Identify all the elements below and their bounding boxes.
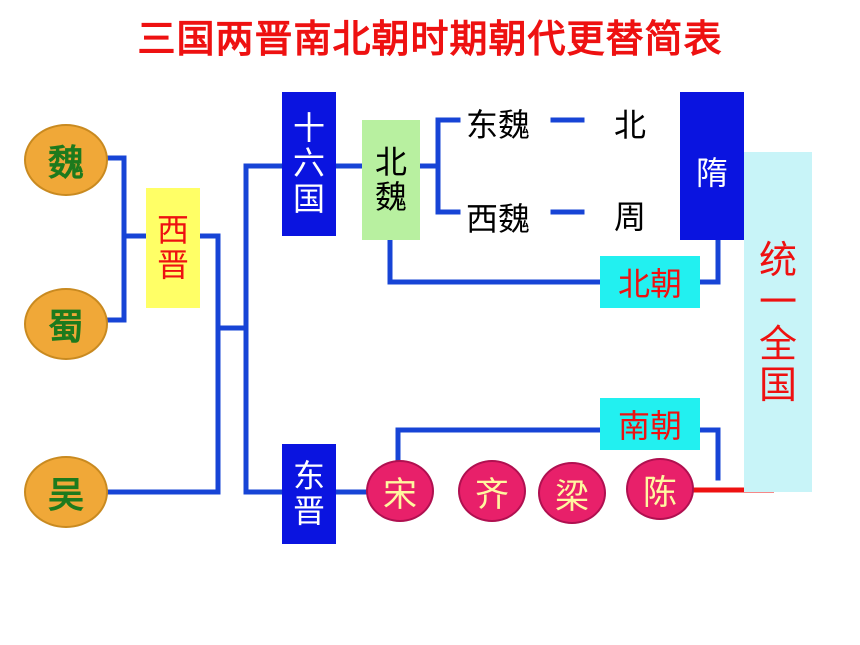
node-eastern-jin-char-1: 东: [292, 456, 325, 495]
node-western-jin-char-2: 晋: [156, 246, 189, 284]
node-western-jin: 西 晋: [146, 188, 200, 308]
node-northern-wei-char-1: 北: [374, 142, 407, 181]
node-qi: 齐: [458, 460, 526, 522]
node-unification: 统 一 全 国: [744, 152, 812, 492]
node-song-label: 宋: [383, 474, 417, 515]
connector-wu: [105, 233, 221, 495]
connector-split: [243, 163, 285, 495]
node-sui-label: 隋: [695, 154, 728, 192]
node-sixteen-char-3: 国: [292, 179, 325, 218]
node-shu: 蜀: [24, 288, 108, 360]
connector-wei-bracket: [435, 117, 461, 215]
node-eastern-wei: 东魏: [466, 106, 531, 144]
chart-title: 三国两晋南北朝时期朝代更替简表: [0, 8, 860, 63]
node-northern-dynasties-label: 北朝: [617, 265, 682, 303]
node-western-jin-char-1: 西: [156, 210, 189, 249]
connector-wei-shu: [105, 155, 127, 323]
node-eastern-jin-char-2: 晋: [292, 492, 325, 530]
node-northern-qi: 北: [614, 106, 647, 144]
node-unification-char-3: 全: [758, 321, 797, 366]
node-chen-label: 陈: [643, 472, 677, 513]
node-unification-char-2: 一: [758, 279, 797, 324]
node-liang: 梁: [538, 462, 606, 524]
node-liang-label: 梁: [555, 476, 589, 517]
connector-south-chen: [697, 427, 721, 481]
node-southern-dynasties-label: 南朝: [617, 407, 682, 445]
node-shu-label: 蜀: [47, 306, 84, 348]
connector-song-south: [395, 427, 603, 465]
node-wu-label: 吴: [47, 474, 84, 516]
node-northern-dynasties: 北朝: [600, 256, 700, 308]
node-unification-char-1: 统: [758, 238, 797, 282]
node-sixteen-char-2: 六: [292, 144, 325, 183]
connector-wei-north: [387, 235, 603, 285]
node-sui: 隋: [680, 92, 744, 240]
node-wei-label: 魏: [47, 142, 84, 184]
title-part-red: 三国两晋南北朝: [137, 17, 411, 61]
node-southern-dynasties: 南朝: [600, 398, 700, 450]
node-eastern-jin: 东 晋: [282, 444, 336, 544]
node-sixteen-char-1: 十: [292, 109, 325, 148]
node-song: 宋: [366, 460, 434, 522]
node-western-wei: 西魏: [466, 200, 531, 238]
connector-north-sui: [697, 237, 721, 285]
node-chen: 陈: [626, 458, 694, 520]
title-part-red-2: 时期朝代更替简表: [410, 17, 723, 61]
node-sixteen-kingdoms: 十 六 国: [282, 92, 336, 236]
node-northern-wei: 北 魏: [362, 120, 420, 240]
node-wu: 吴: [24, 456, 108, 528]
node-qi-label: 齐: [475, 474, 509, 515]
node-northern-wei-char-2: 魏: [374, 178, 407, 216]
node-northern-zhou: 周: [614, 198, 647, 236]
node-unification-char-4: 国: [758, 363, 797, 408]
node-wei: 魏: [24, 124, 108, 196]
